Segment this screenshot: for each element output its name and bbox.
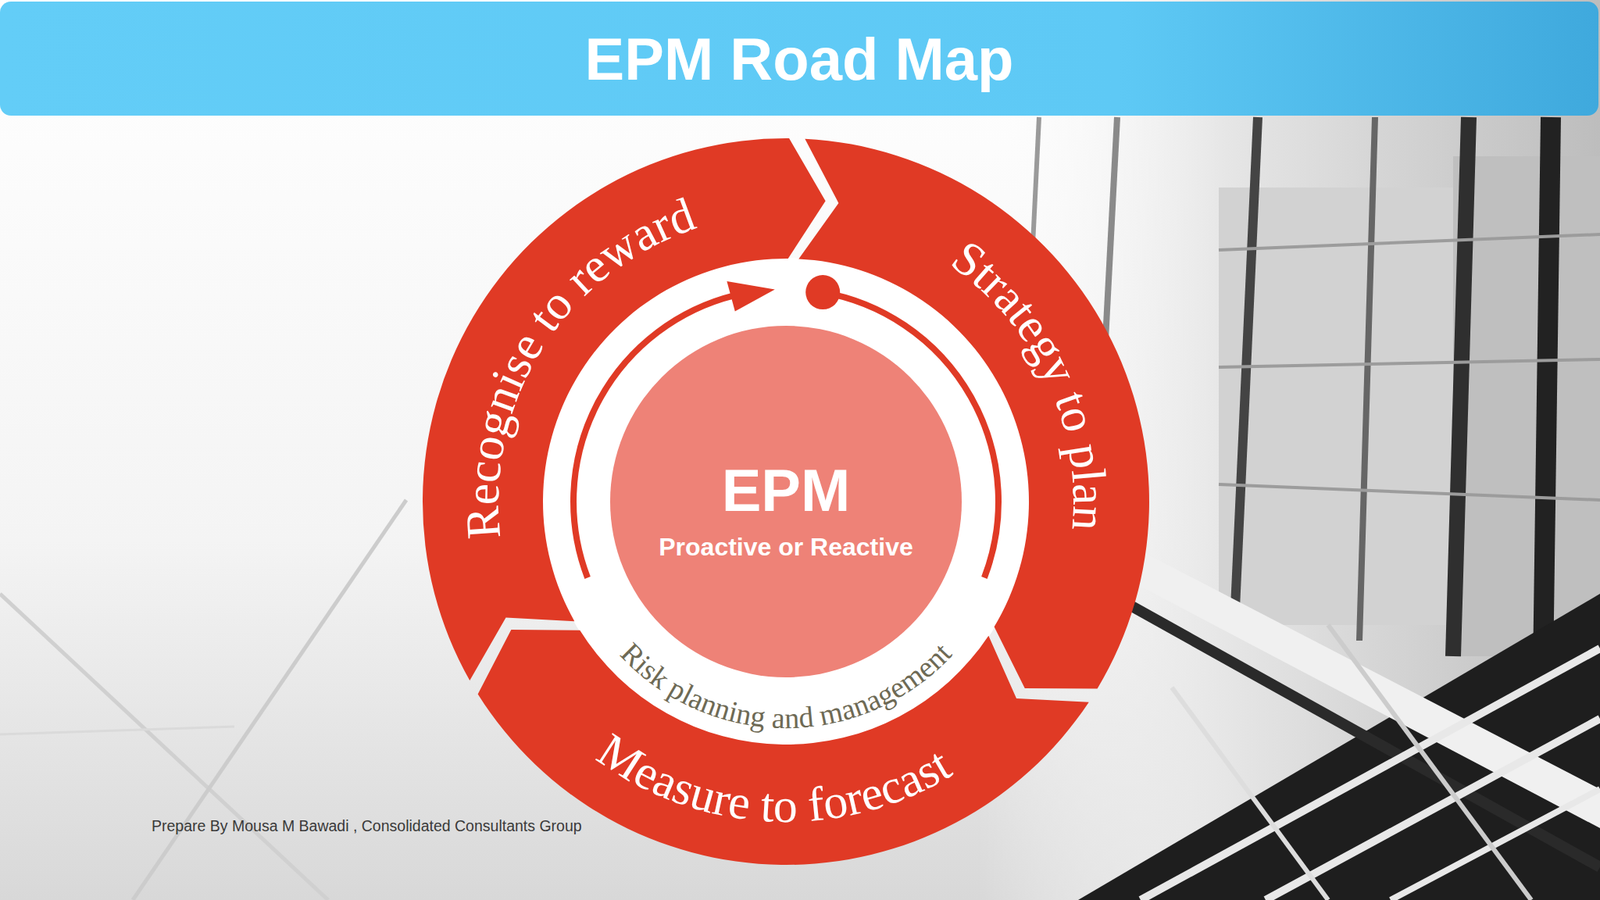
- segment-label: Measure to forecast: [589, 722, 960, 833]
- page-title: EPM Road Map: [585, 25, 1015, 93]
- cycle-arrow-segment: Recognise to reward: [410, 126, 1161, 877]
- arrow-band: [798, 139, 1150, 690]
- arrow-band: [422, 138, 826, 681]
- cycle-arrow-segment: Measure to forecast: [410, 126, 1161, 877]
- segment-label: Strategy to plan: [942, 229, 1117, 533]
- ring-label: Risk planning and management: [614, 635, 958, 735]
- cycle-arrowhead: [726, 281, 775, 312]
- title-holder: EPM Road Map: [0, 1, 1599, 116]
- cycle-arrow-line: [573, 295, 735, 578]
- segment-label: Measure to forecast: [589, 722, 960, 833]
- cycle-arrow-segment-shape: Measure to forecast: [410, 126, 1161, 877]
- center-subtitle: Proactive or Reactive: [658, 533, 914, 561]
- cycle-start-dot: [805, 275, 840, 310]
- ring-label-holder-shape: Risk planning and management: [410, 126, 1161, 877]
- title-bar: [0, 1, 1599, 116]
- segment-label: Recognise to reward: [455, 187, 702, 541]
- segment-label: Recognise to reward: [455, 187, 702, 541]
- arrow-band: [478, 629, 1090, 865]
- ring-label-holder: Risk planning and management: [410, 126, 1161, 877]
- cycle-arrow-line: [822, 292, 999, 578]
- cycle-arrow-segment-shape: Strategy to plan: [410, 126, 1161, 877]
- author-note: Prepare By Mousa M Bawadi , Consolidated…: [151, 817, 583, 836]
- center-circle: EPM Proactive or Reactive: [610, 325, 962, 678]
- ring-label: Risk planning and management: [614, 635, 958, 735]
- cycle-arrow-segment: Strategy to plan: [410, 126, 1161, 877]
- segment-label: Strategy to plan: [942, 229, 1117, 533]
- white-ring: [542, 257, 1030, 746]
- cycle-arrow-segment-shape: Recognise to reward: [410, 126, 1161, 877]
- center-heading: EPM: [721, 457, 851, 524]
